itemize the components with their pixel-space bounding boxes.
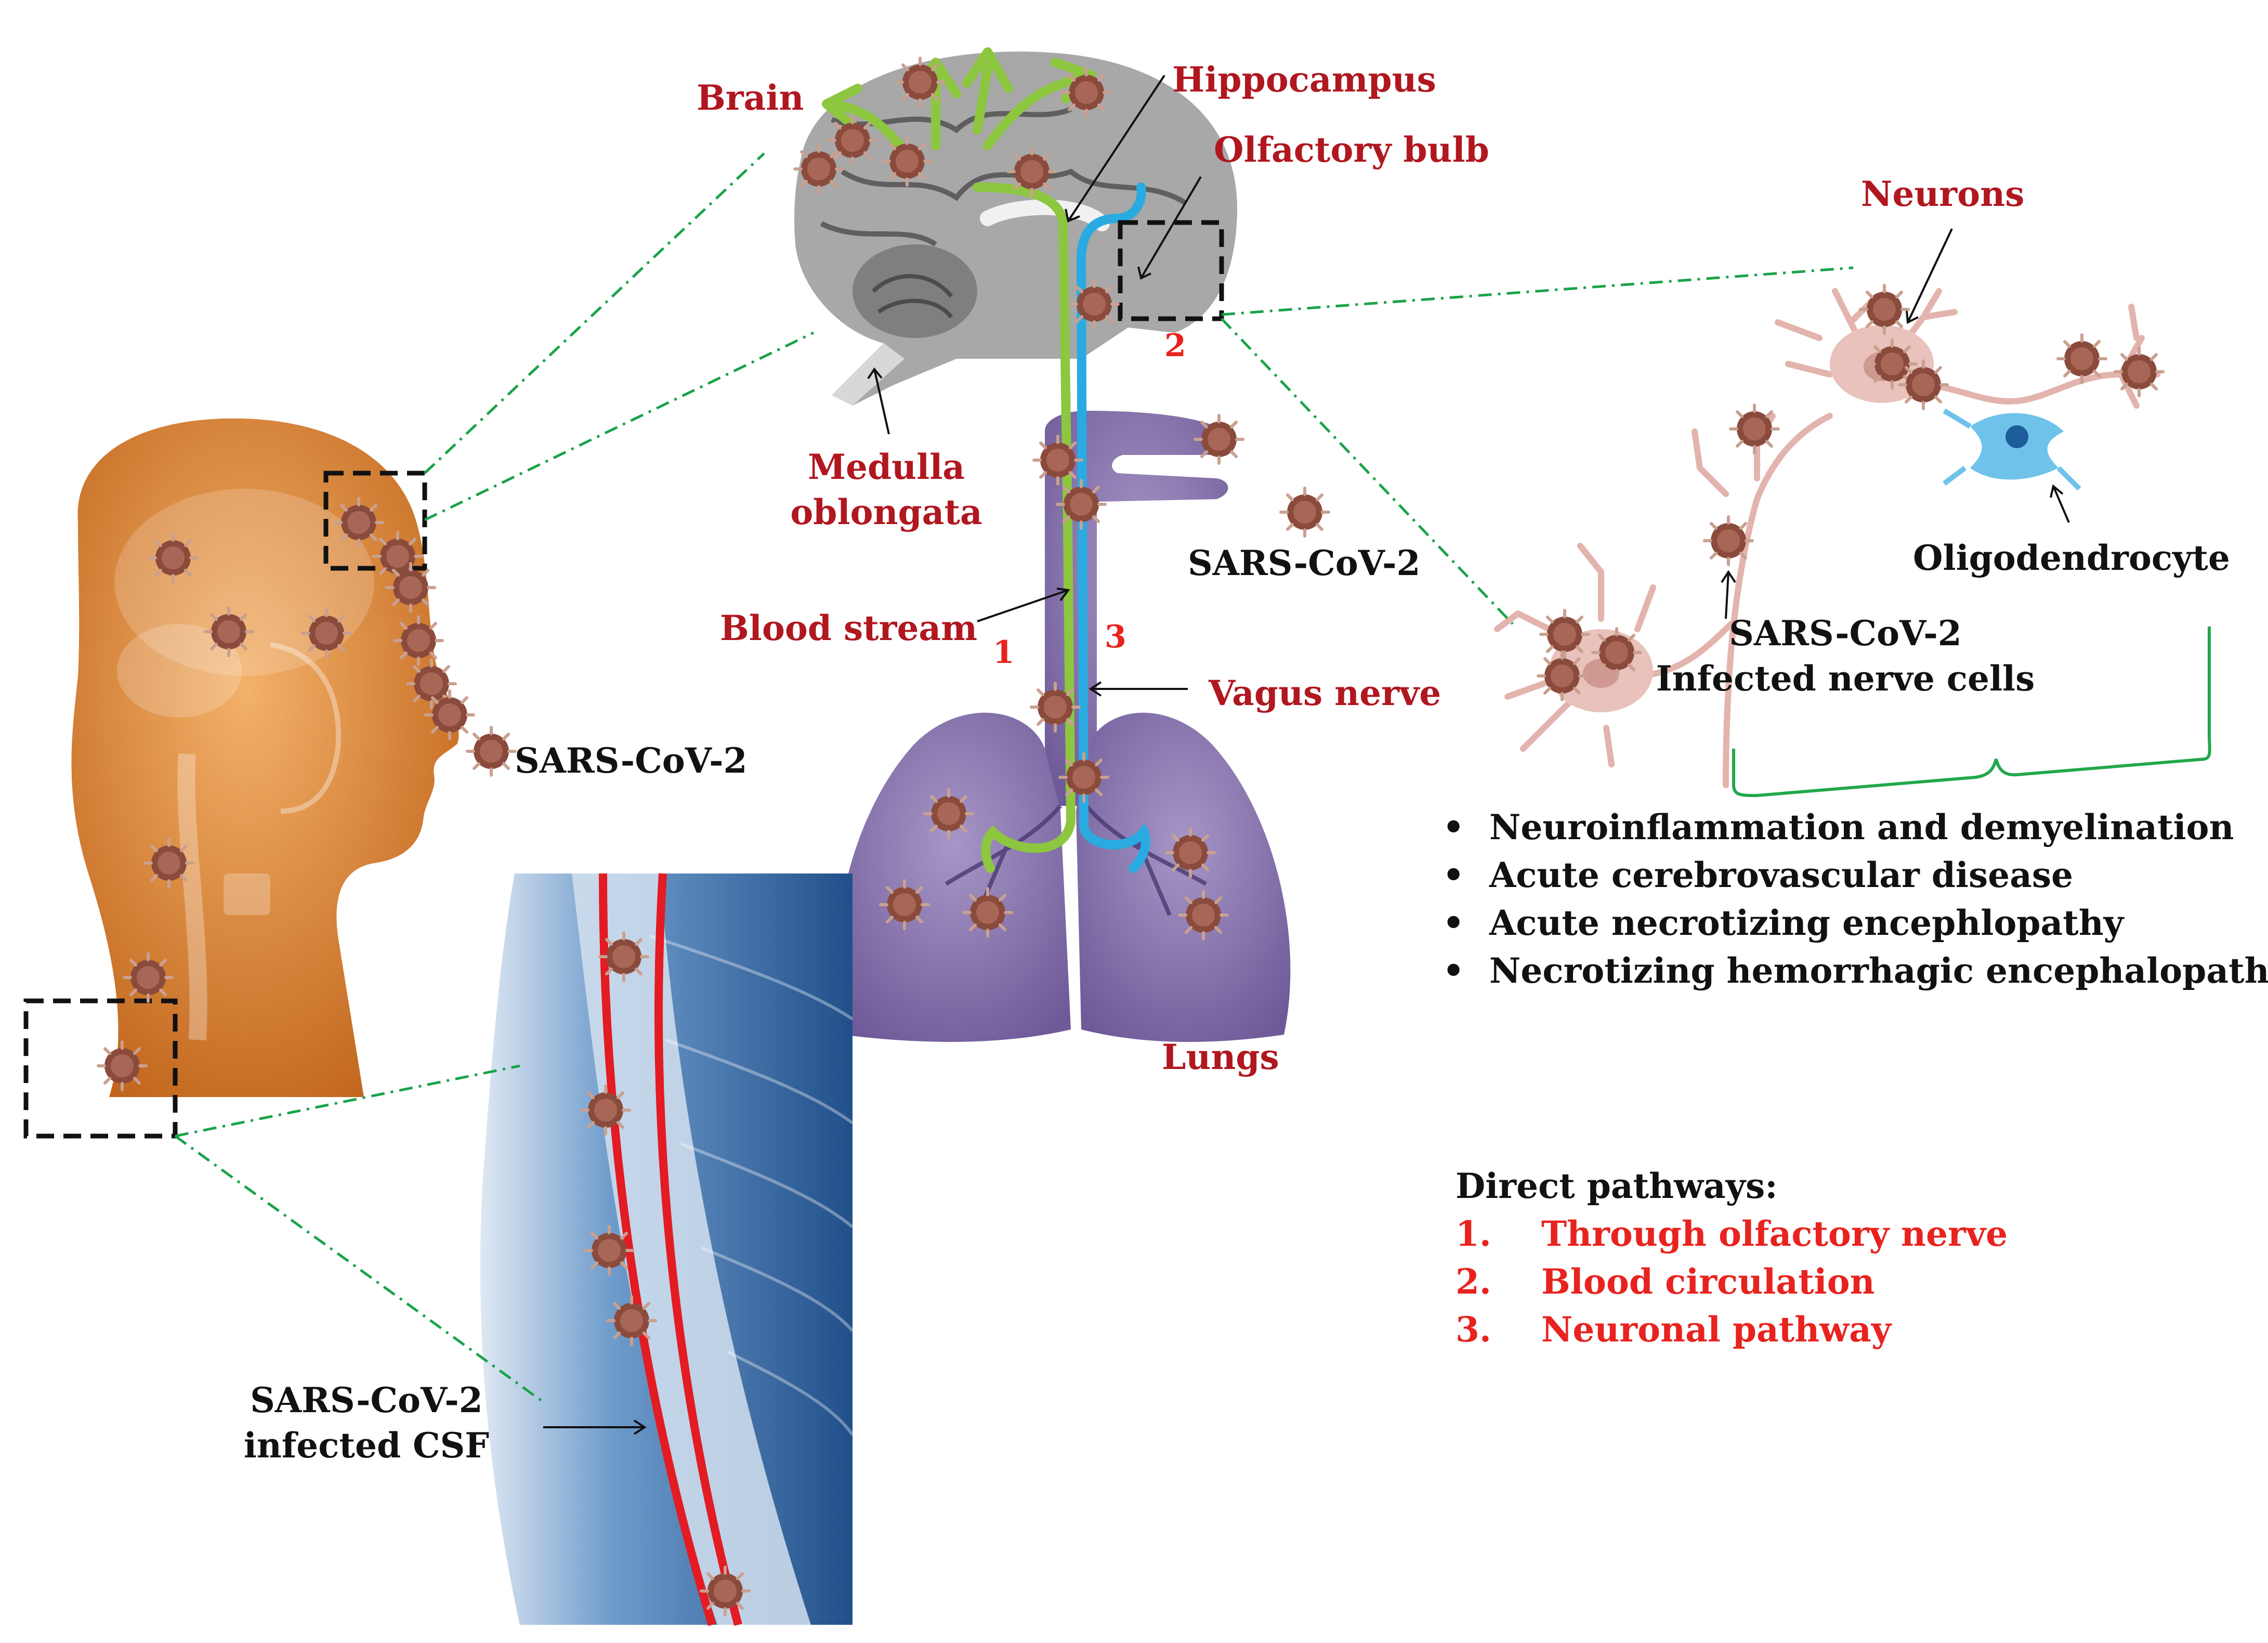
pathway-item-number: 2. <box>1456 1261 1491 1302</box>
hippocampus-label: Hippocampus <box>1172 59 1436 100</box>
zoom-box-nose <box>323 471 427 571</box>
pathway-number-1: 1 <box>993 634 1015 671</box>
pathway-number-2: 2 <box>1164 328 1186 364</box>
brain-label: Brain <box>697 77 804 118</box>
zoom-boxes <box>23 220 1224 1139</box>
human-head-illustration <box>71 418 459 1097</box>
lungs-label: Lungs <box>1162 1037 1279 1077</box>
blood-stream-label: Blood stream <box>720 608 978 648</box>
effect-item: Necrotizing hemorrhagic encephalopathy <box>1443 947 2268 995</box>
effect-item: Neuroinflammation and demyelination <box>1443 803 2268 851</box>
infected-nerve-cells-label: SARS-CoV-2 Infected nerve cells <box>1656 613 2035 699</box>
pathway-item-number: 1. <box>1456 1214 1491 1254</box>
pathway-item-text: Blood circulation <box>1541 1261 1875 1302</box>
pathway-item-text: Neuronal pathway <box>1541 1309 1892 1350</box>
direct-pathways-title: Direct pathways: <box>1456 1166 1778 1206</box>
sars-cov-2-lungs-label: SARS-CoV-2 <box>1188 543 1421 583</box>
pathway-item: 1. Through olfactory nerve <box>1456 1210 2008 1258</box>
vagus-nerve-label: Vagus nerve <box>1209 673 1441 713</box>
zoom-box-olfactory <box>1118 220 1224 321</box>
neurological-effects-list: Neuroinflammation and demyelination Acut… <box>1443 803 2268 995</box>
pathway-number-3: 3 <box>1105 619 1126 655</box>
oligodendrocyte-label: Oligodendrocyte <box>1913 538 2230 578</box>
oligodendrocyte-illustration <box>1943 408 2081 491</box>
zoom-box-neck <box>23 998 178 1139</box>
pathway-item: 3. Neuronal pathway <box>1456 1306 2008 1353</box>
effects-brace <box>1732 627 2211 798</box>
sars-cov-2-head-label: SARS-CoV-2 <box>515 740 748 781</box>
effect-item: Acute necrotizing encephlopathy <box>1443 899 2268 947</box>
spinal-cord-illustration <box>480 873 854 1626</box>
neurons-label: Neurons <box>1861 174 2025 214</box>
pathway-item: 2. Blood circulation <box>1456 1258 2008 1306</box>
blood-stream-pathway <box>822 47 1096 873</box>
effect-item: Acute cerebrovascular disease <box>1443 851 2268 899</box>
pointer-arrows <box>543 74 2070 1435</box>
brain-illustration <box>794 51 1237 406</box>
zoom-connectors <box>174 152 1854 1405</box>
pathway-item-number: 3. <box>1456 1309 1491 1350</box>
pathway-item-text: Through olfactory nerve <box>1541 1214 2008 1254</box>
infected-csf-label: SARS-CoV-2 infected CSF <box>243 1380 490 1466</box>
direct-pathways-legend: Direct pathways: 1. Through olfactory ner… <box>1456 1162 2008 1353</box>
medulla-oblongata-label: Medulla oblongata <box>790 447 982 533</box>
olfactory-bulb-label: Olfactory bulb <box>1214 129 1489 170</box>
